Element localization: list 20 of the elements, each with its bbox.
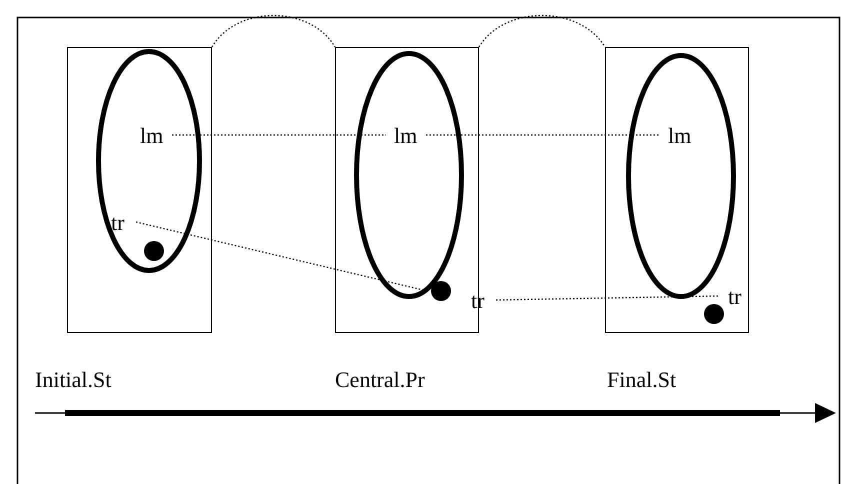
label-text: lm [668, 124, 694, 148]
label-text: tr [728, 285, 747, 309]
frame-box [605, 47, 749, 333]
dot-marker [144, 241, 164, 261]
ellipse-outline [354, 51, 464, 299]
label-text: tr [111, 211, 130, 235]
caption-text: Final.St [607, 368, 676, 392]
connector-arc [212, 14, 336, 48]
connector-line [426, 134, 660, 136]
dot-marker [704, 304, 724, 324]
caption-text: Initial.St [35, 368, 112, 392]
label-text: lm [140, 124, 166, 148]
dot-marker [431, 281, 451, 301]
connector-arc [478, 14, 606, 48]
caption-text: Central.Pr [335, 368, 425, 392]
connector-line [496, 295, 720, 301]
frame-box [67, 47, 212, 333]
connector-line [172, 134, 386, 136]
label-text: lm [394, 124, 420, 148]
ellipse-outline [96, 49, 202, 273]
